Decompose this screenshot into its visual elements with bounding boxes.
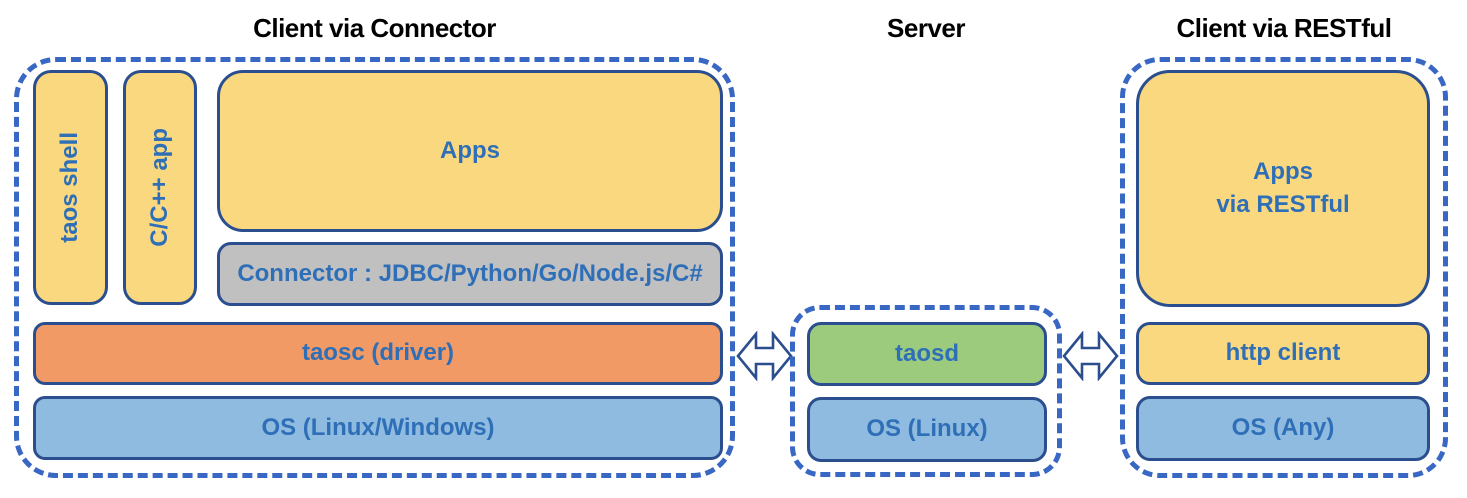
apps-label: Apps xyxy=(440,136,500,164)
title-server: Server xyxy=(887,12,965,43)
c-cpp-app-box: C/C++ app xyxy=(123,70,197,305)
client-via-connector-group: taos shell C/C++ app Apps Connector : JD… xyxy=(14,57,735,478)
taosd-box: taosd xyxy=(807,322,1047,386)
connector-label: Connector : JDBC/Python/Go/Node.js/C# xyxy=(237,259,703,287)
apps-box: Apps xyxy=(217,70,723,232)
http-client-box: http client xyxy=(1136,322,1430,385)
client-via-restful-group: Apps via RESTful http client OS (Any) xyxy=(1120,57,1448,478)
os-linux-windows-label: OS (Linux/Windows) xyxy=(261,413,495,441)
taosd-label: taosd xyxy=(894,339,959,367)
connector-box: Connector : JDBC/Python/Go/Node.js/C# xyxy=(217,242,723,306)
os-linux-windows-box: OS (Linux/Windows) xyxy=(33,396,723,460)
taosc-driver-box: taosc (driver) xyxy=(33,322,723,385)
bidirectional-arrow-icon xyxy=(1062,331,1119,381)
server-group: taosd OS (Linux) xyxy=(790,305,1062,477)
apps-via-restful-box: Apps via RESTful xyxy=(1136,70,1430,307)
taos-shell-box: taos shell xyxy=(33,70,108,305)
os-linux-box: OS (Linux) xyxy=(807,397,1047,462)
http-client-label: http client xyxy=(1225,339,1341,367)
c-cpp-app-label: C/C++ app xyxy=(145,128,173,247)
bidirectional-arrow-icon xyxy=(736,331,793,381)
os-linux-label: OS (Linux) xyxy=(866,415,988,443)
title-client-via-restful: Client via RESTful xyxy=(1176,12,1392,43)
apps-via-restful-label: Apps via RESTful xyxy=(1216,158,1350,218)
taos-shell-label: taos shell xyxy=(56,132,84,243)
taosc-driver-label: taosc (driver) xyxy=(301,339,455,367)
title-client-via-connector: Client via Connector xyxy=(253,12,496,43)
os-any-label: OS (Any) xyxy=(1231,414,1335,442)
os-any-box: OS (Any) xyxy=(1136,396,1430,461)
